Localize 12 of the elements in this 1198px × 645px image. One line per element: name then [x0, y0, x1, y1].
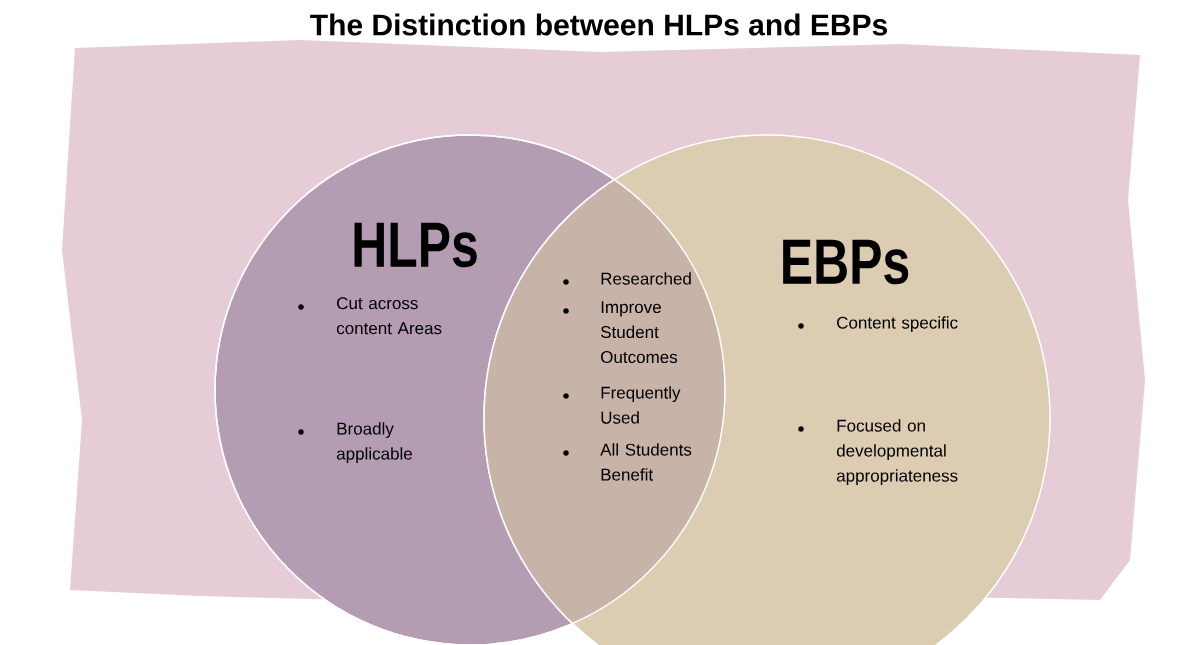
bullet-text: Focused on developmental appropriateness: [836, 419, 958, 486]
bullet-text: Cut across content Areas: [336, 297, 442, 335]
venn-circle: [483, 134, 1051, 645]
bullet-text: Researched: [601, 272, 691, 285]
title: The Distinction between HLPs and EBPs: [310, 13, 887, 36]
bullet-text: Content specific: [837, 316, 958, 333]
bullet-text: Improve Student Outcomes: [601, 301, 678, 364]
bullet-text: All Students Benefit: [600, 443, 692, 481]
circle-heading: HLPs: [354, 222, 477, 268]
bullet-text: Frequently Used: [601, 386, 681, 424]
bullet-text: Broadly applicable: [336, 422, 412, 464]
circle-heading: EBPs: [783, 239, 909, 285]
